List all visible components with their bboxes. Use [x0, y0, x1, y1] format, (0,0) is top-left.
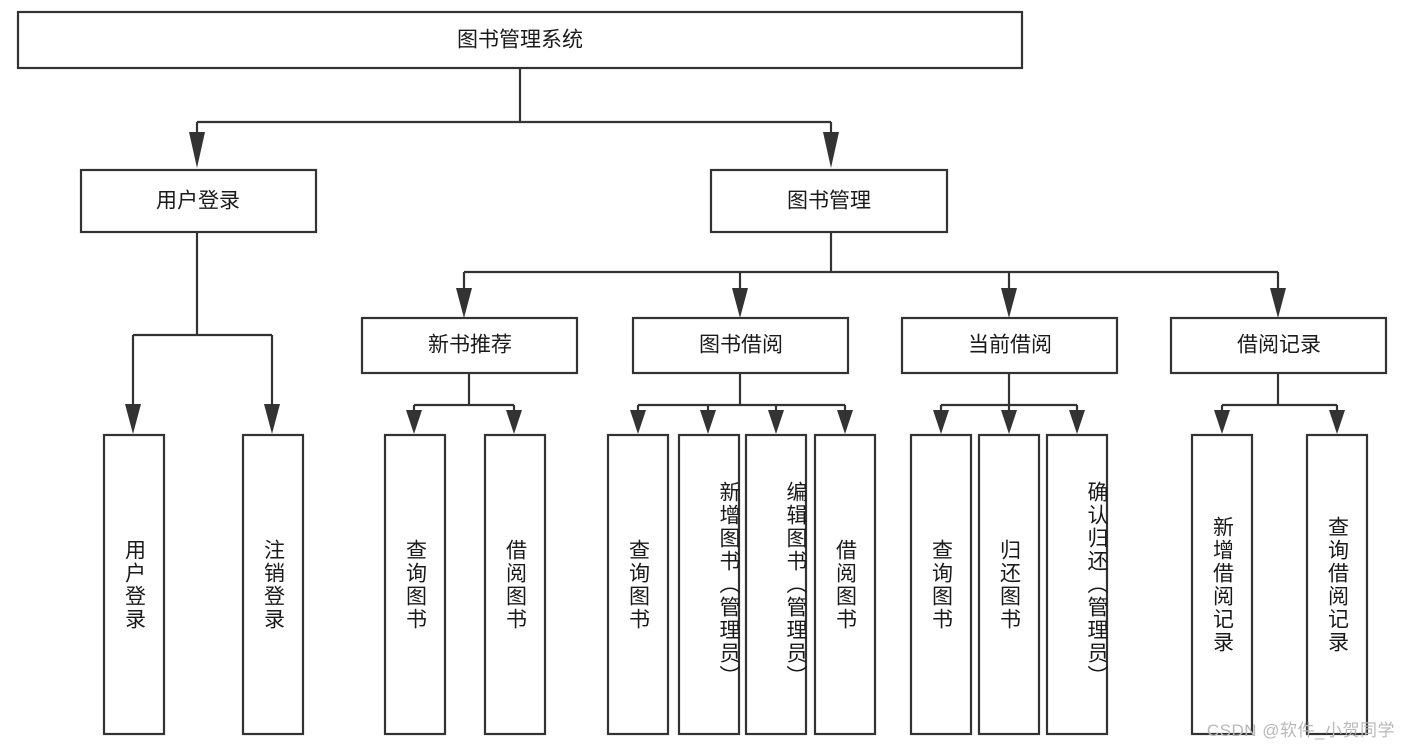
- arrow-head-leaf-add-book: [700, 410, 716, 434]
- arrow-head-leaf-borrow-book-2: [837, 410, 853, 434]
- node-new-book-recommend[interactable]: 新书推荐: [360, 316, 579, 375]
- arrow-head-user-login: [189, 132, 205, 168]
- arrow-head-current-borrow: [1001, 288, 1017, 318]
- node-book-borrow[interactable]: 图书借阅: [631, 316, 850, 375]
- leaf-return-book-box[interactable]: [977, 433, 1041, 736]
- node-current-borrow-label: 当前借阅: [968, 334, 1052, 357]
- arrow-head-book-manage: [823, 132, 839, 168]
- node-root-label: 图书管理系统: [457, 29, 583, 52]
- node-root[interactable]: 图书管理系统: [16, 10, 1024, 70]
- arrow-head-leaf-user-login: [125, 404, 141, 434]
- node-user-login-box[interactable]: [79, 168, 318, 234]
- node-book-manage[interactable]: 图书管理: [709, 168, 949, 234]
- leaf-query-book-3-box[interactable]: [909, 433, 973, 736]
- node-new-book-recommend-box[interactable]: [360, 316, 579, 375]
- arrow-head-new-book-recommend: [456, 288, 472, 318]
- arrow-head-leaf-query-book-3: [933, 410, 949, 434]
- node-borrow-record-box[interactable]: [1169, 316, 1388, 375]
- leaf-borrow-book-1-box[interactable]: [483, 433, 547, 736]
- node-borrow-record-label: 借阅记录: [1237, 334, 1321, 357]
- node-book-manage-label: 图书管理: [787, 190, 871, 213]
- leaf-borrow-book-2-box[interactable]: [813, 433, 877, 736]
- leaf-user-login-box[interactable]: [102, 433, 166, 736]
- arrow-head-leaf-user-logout: [264, 404, 280, 434]
- arrow-head-leaf-return-book: [1001, 410, 1017, 434]
- leaf-confirm-return-box[interactable]: [1045, 433, 1109, 736]
- arrow-head-leaf-query-book-2: [630, 410, 646, 434]
- leaf-query-record-box[interactable]: [1305, 433, 1369, 736]
- connector-layer: [125, 68, 1345, 434]
- leaf-query-book-2-box[interactable]: [606, 433, 670, 736]
- arrow-head-leaf-query-record: [1329, 410, 1345, 434]
- node-book-manage-box[interactable]: [709, 168, 949, 234]
- leaf-add-record-box[interactable]: [1190, 433, 1254, 736]
- arrow-head-leaf-confirm-return: [1069, 410, 1085, 434]
- leaf-edit-book-box[interactable]: [744, 433, 808, 736]
- arrow-head-leaf-add-record: [1214, 410, 1230, 434]
- leaf-user-logout-box[interactable]: [241, 433, 305, 736]
- arrow-head-book-borrow: [732, 288, 748, 318]
- arrow-head-borrow-record: [1270, 288, 1286, 318]
- csdn-watermark: CSDN @软件_小贺同学: [1206, 721, 1395, 740]
- arrow-head-leaf-query-book-1: [406, 410, 422, 434]
- node-book-borrow-label: 图书借阅: [699, 334, 783, 357]
- node-user-login-label: 用户登录: [156, 190, 240, 213]
- leaf-add-book-box[interactable]: [677, 433, 741, 736]
- arrow-head-leaf-borrow-book-1: [506, 410, 522, 434]
- node-user-login[interactable]: 用户登录: [79, 168, 318, 234]
- node-new-book-recommend-label: 新书推荐: [428, 334, 512, 357]
- node-borrow-record[interactable]: 借阅记录: [1169, 316, 1388, 375]
- node-current-borrow-box[interactable]: [900, 316, 1119, 375]
- node-root-box[interactable]: [16, 10, 1024, 70]
- leaf-box-layer: [102, 433, 1369, 736]
- arrow-head-leaf-edit-book: [768, 410, 784, 434]
- leaf-query-book-1-box[interactable]: [383, 433, 447, 736]
- node-book-borrow-box[interactable]: [631, 316, 850, 375]
- node-current-borrow[interactable]: 当前借阅: [900, 316, 1119, 375]
